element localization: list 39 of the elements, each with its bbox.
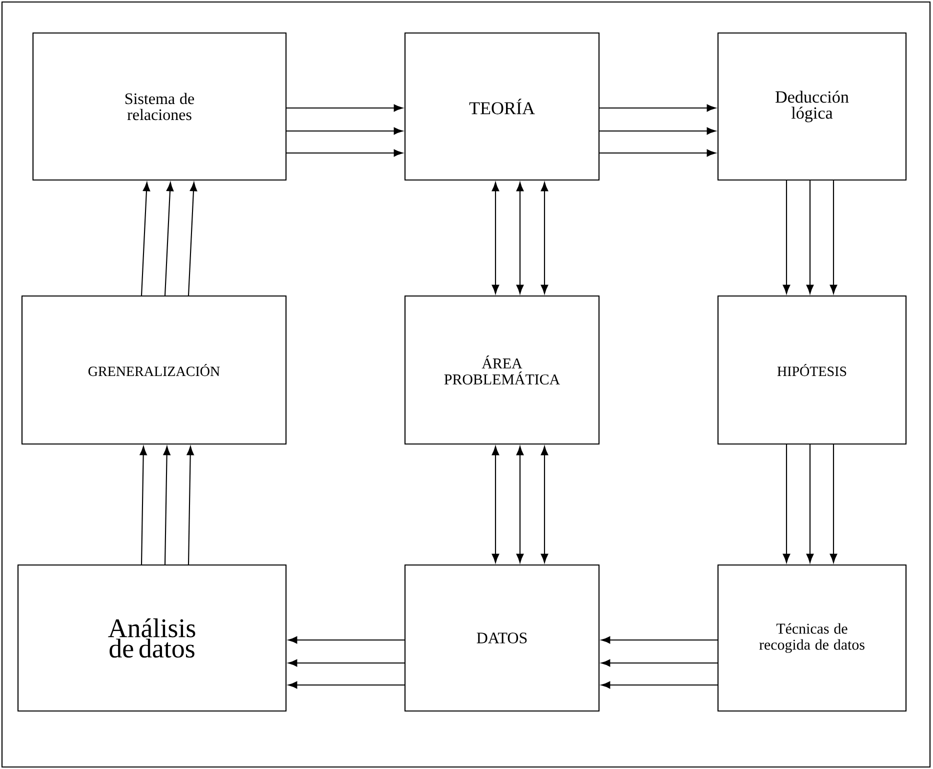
arrow [600, 104, 716, 112]
arrow [600, 149, 716, 157]
process-box: Análisis de datos [17, 564, 287, 712]
process-box: TEORÍA [404, 32, 600, 181]
arrow [830, 444, 838, 563]
process-box: Sistema de relaciones [32, 32, 287, 181]
arrow [782, 180, 790, 294]
arrow [601, 681, 718, 689]
arrow [164, 182, 174, 296]
arrow [188, 182, 198, 296]
arrow [601, 636, 718, 644]
arrow [540, 182, 548, 294]
arrow [492, 182, 500, 294]
arrow [540, 446, 548, 563]
arrow [601, 659, 718, 667]
arrow [806, 444, 814, 563]
arrow [286, 104, 403, 112]
arrow [806, 180, 814, 294]
arrow [600, 127, 716, 135]
process-box: HIPÓTESIS [717, 295, 907, 445]
process-box: ÁREA PROBLEMÁTICA [404, 295, 600, 445]
arrow [286, 149, 403, 157]
arrow [140, 182, 150, 296]
process-box: DATOS [404, 564, 600, 712]
arrow [830, 180, 838, 294]
arrow [286, 127, 403, 135]
arrow [288, 681, 404, 689]
arrow [516, 446, 524, 563]
process-box: GRENERALIZACIÓN [21, 295, 287, 445]
process-box: Deducción lógica [717, 32, 907, 181]
arrow [288, 659, 404, 667]
arrow [186, 446, 194, 564]
arrow [516, 182, 524, 294]
arrow [163, 446, 170, 564]
arrow [288, 636, 404, 644]
arrow [782, 444, 790, 563]
arrow [492, 446, 500, 563]
arrow [140, 446, 147, 564]
process-box: Técnicas de recogida de datos [717, 564, 907, 712]
